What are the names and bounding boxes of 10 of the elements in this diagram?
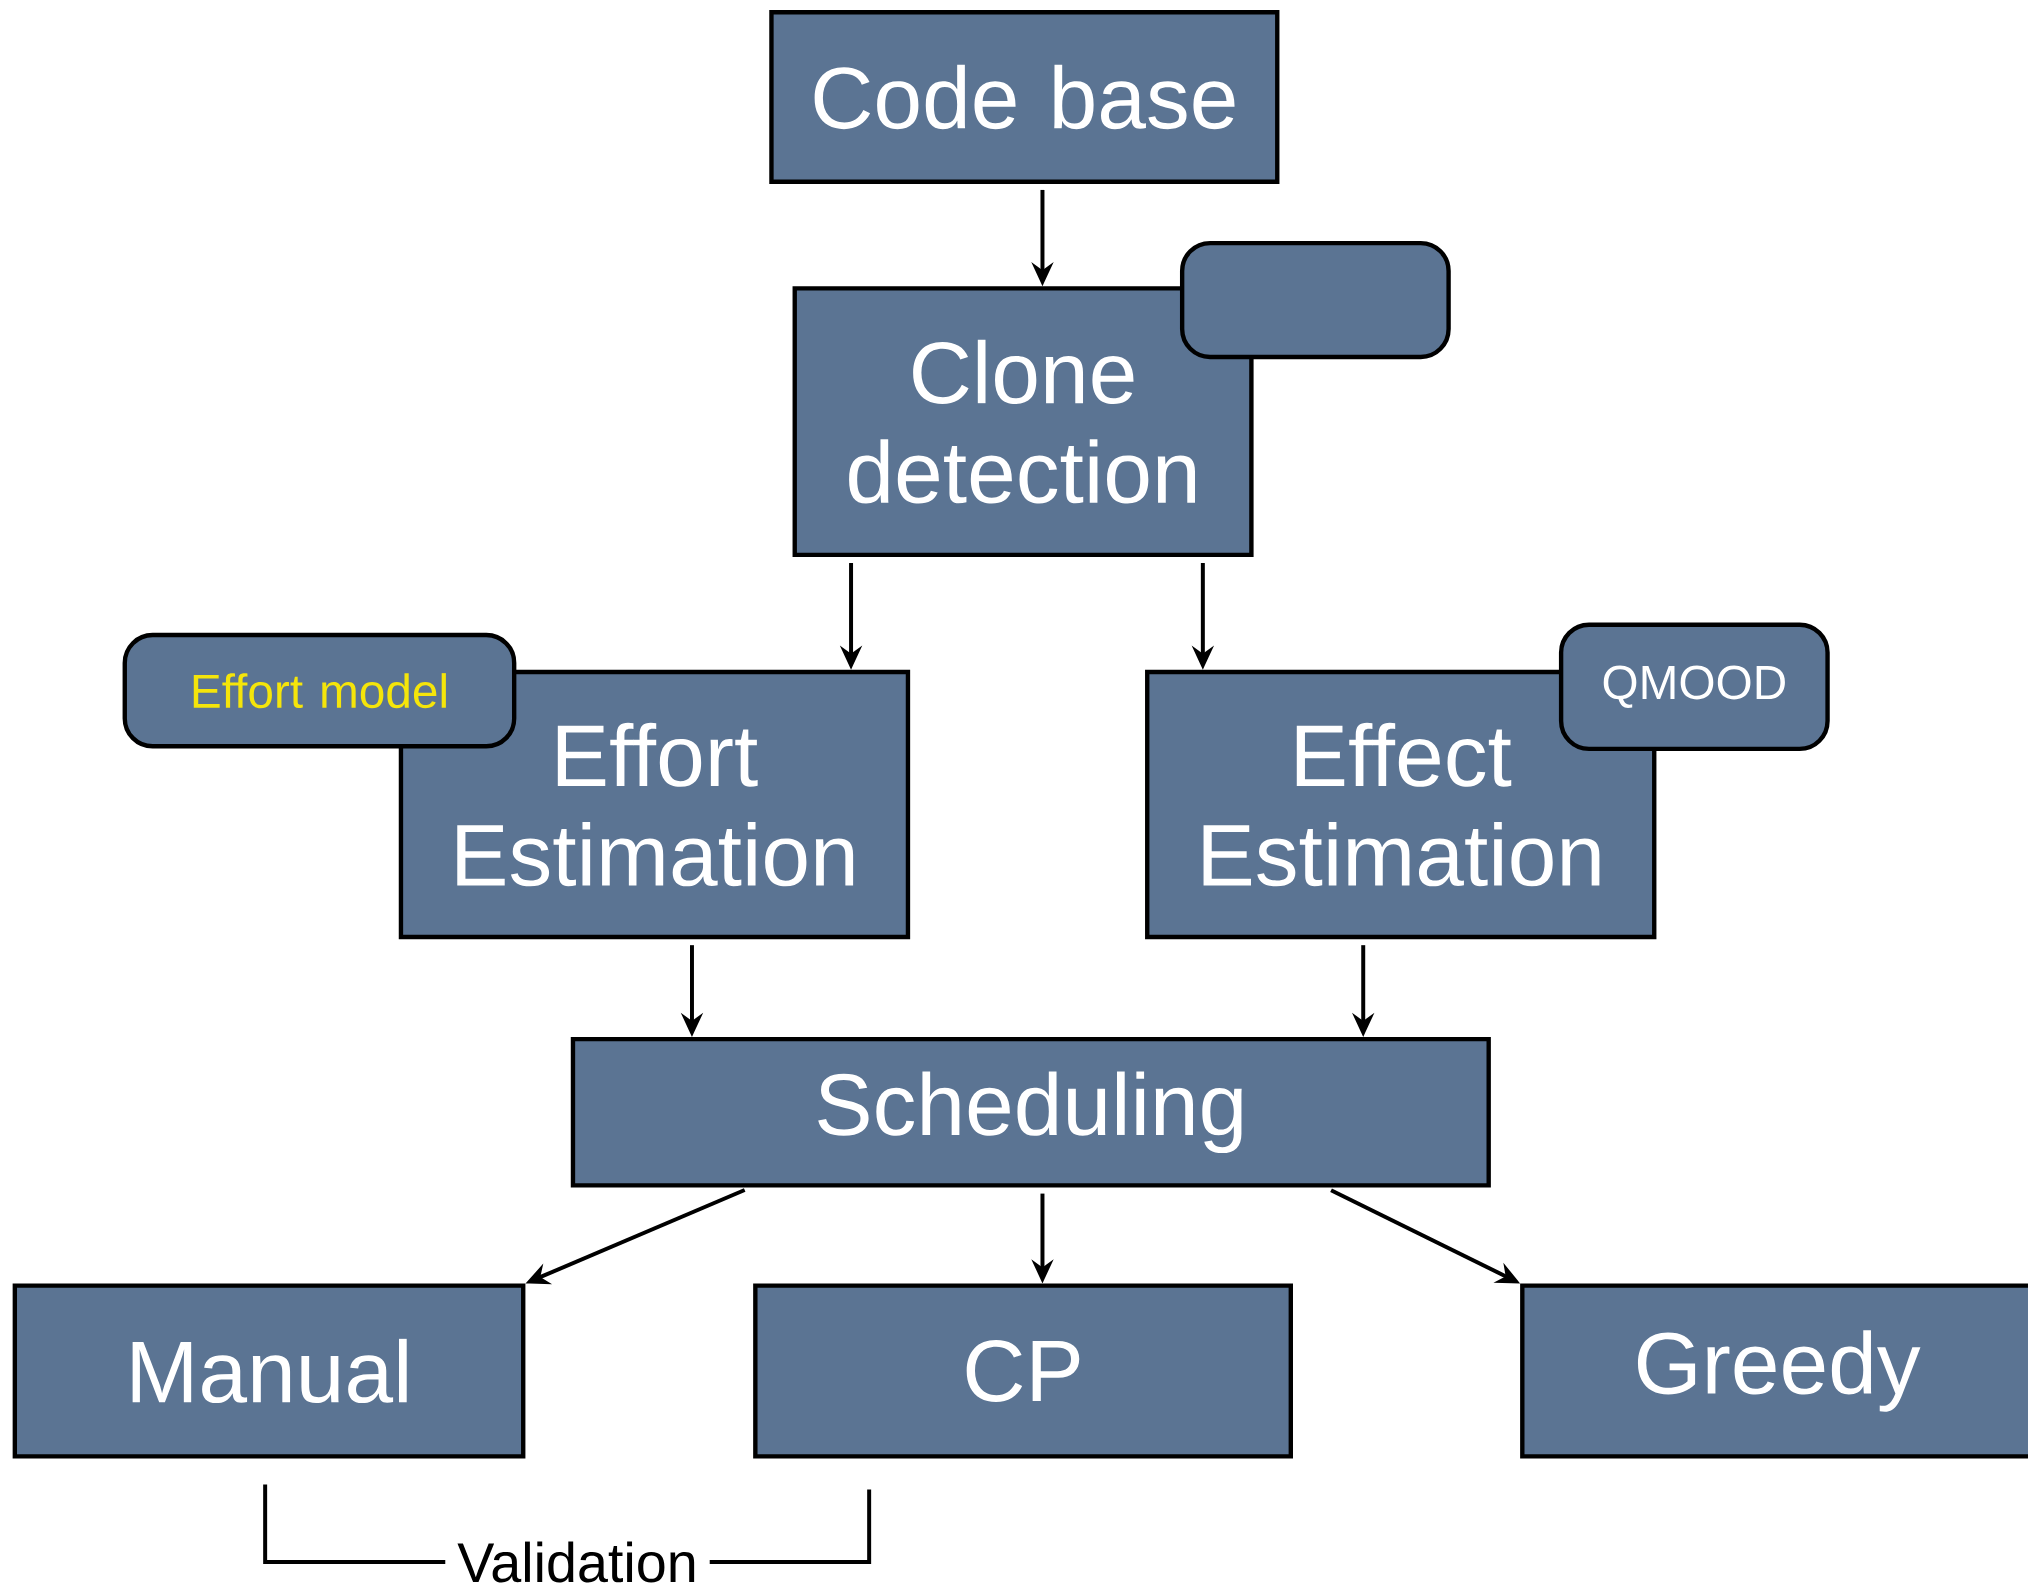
process-box: Clone detection — [792, 286, 1254, 558]
edge-label: Validation — [445, 1539, 710, 1585]
tag-badge: Effort model — [122, 633, 517, 749]
process-box: Greedy — [1520, 1283, 2028, 1459]
process-box: Code base — [769, 10, 1280, 185]
tag-badge: QMOOD — [1558, 622, 1830, 752]
process-box: CP — [753, 1283, 1293, 1459]
tag-badge — [1179, 241, 1451, 360]
process-box: Scheduling — [570, 1037, 1491, 1188]
process-box: Manual — [12, 1283, 526, 1459]
